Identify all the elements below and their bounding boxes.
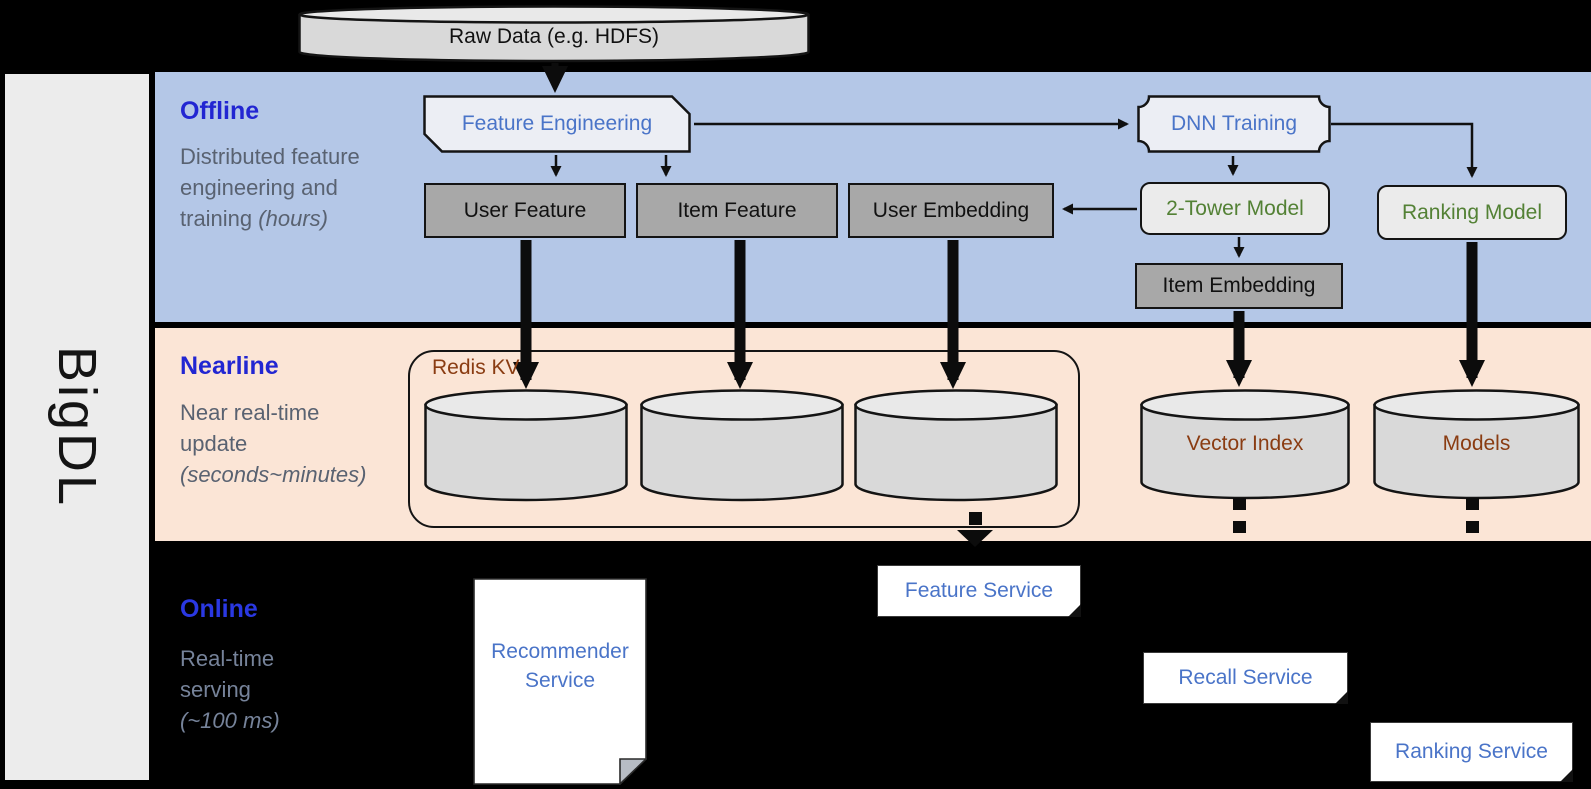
vector-index-database-icon: Vector Index: [1140, 388, 1350, 500]
dnn-training-node: DNN Training: [1137, 95, 1331, 153]
feature-engineering-label: Feature Engineering: [461, 112, 653, 135]
offline-desc-note: (hours): [258, 206, 328, 232]
bigdl-brand: BigDL: [47, 345, 107, 509]
ranking-model-label: Ranking Model: [1401, 200, 1543, 224]
nearline-desc: Near real-time update (seconds~minutes): [180, 397, 392, 491]
nearline-desc-text: Near real-time update: [180, 400, 320, 457]
dnn-training-label: DNN Training: [1170, 112, 1298, 135]
raw-data-label: Raw Data (e.g. HDFS): [448, 25, 660, 48]
feature-service-node: Feature Service: [877, 565, 1081, 617]
ranking-model-node: Ranking Model: [1377, 185, 1567, 240]
kv-store-database-icon-2: [640, 388, 844, 502]
bigdl-sidebar: BigDL: [5, 74, 149, 780]
offline-desc: Distributed feature engineering and trai…: [180, 141, 366, 235]
online-title: Online: [180, 595, 258, 623]
recommender-service-label: Recommender Service: [491, 640, 629, 692]
item-embedding-label: Item Embedding: [1162, 274, 1316, 297]
item-feature-label: Item Feature: [677, 198, 797, 222]
item-embedding-node: Item Embedding: [1135, 263, 1343, 309]
recall-service-label: Recall Service: [1178, 666, 1313, 689]
item-feature-node: Item Feature: [636, 183, 838, 238]
user-embedding-node: User Embedding: [848, 183, 1054, 238]
models-database-icon: Models: [1373, 388, 1580, 500]
feature-service-label: Feature Service: [904, 579, 1054, 602]
online-desc: Real-time serving (~100 ms): [180, 643, 302, 737]
kv-store-database-icon-3: [854, 388, 1058, 502]
user-feature-label: User Feature: [463, 198, 587, 222]
two-tower-model-node: 2-Tower Model: [1140, 182, 1330, 235]
recommender-service-document: Recommender Service: [473, 578, 648, 786]
offline-desc-text: Distributed feature engineering and trai…: [180, 144, 360, 232]
two-tower-model-label: 2-Tower Model: [1166, 196, 1304, 220]
ranking-service-label: Ranking Service: [1395, 740, 1548, 763]
recall-service-node: Recall Service: [1143, 652, 1348, 704]
vector-index-label: Vector Index: [1186, 432, 1304, 455]
ranking-service-node: Ranking Service: [1370, 722, 1573, 782]
feature-engineering-node: Feature Engineering: [423, 95, 691, 153]
user-feature-node: User Feature: [424, 183, 626, 238]
offline-title: Offline: [180, 97, 260, 125]
folded-corner-icon: [619, 758, 648, 786]
user-embedding-label: User Embedding: [872, 198, 1030, 222]
raw-data-database-icon: Raw Data (e.g. HDFS): [298, 5, 810, 63]
kv-store-database-icon-1: [424, 388, 628, 502]
models-label: Models: [1442, 432, 1511, 455]
online-desc-text: Real-time serving: [180, 646, 275, 703]
online-desc-note: (~100 ms): [180, 708, 280, 734]
nearline-desc-note: (seconds~minutes): [180, 462, 367, 488]
nearline-title: Nearline: [180, 352, 279, 380]
redis-kv-label: Redis KV: [432, 356, 520, 379]
